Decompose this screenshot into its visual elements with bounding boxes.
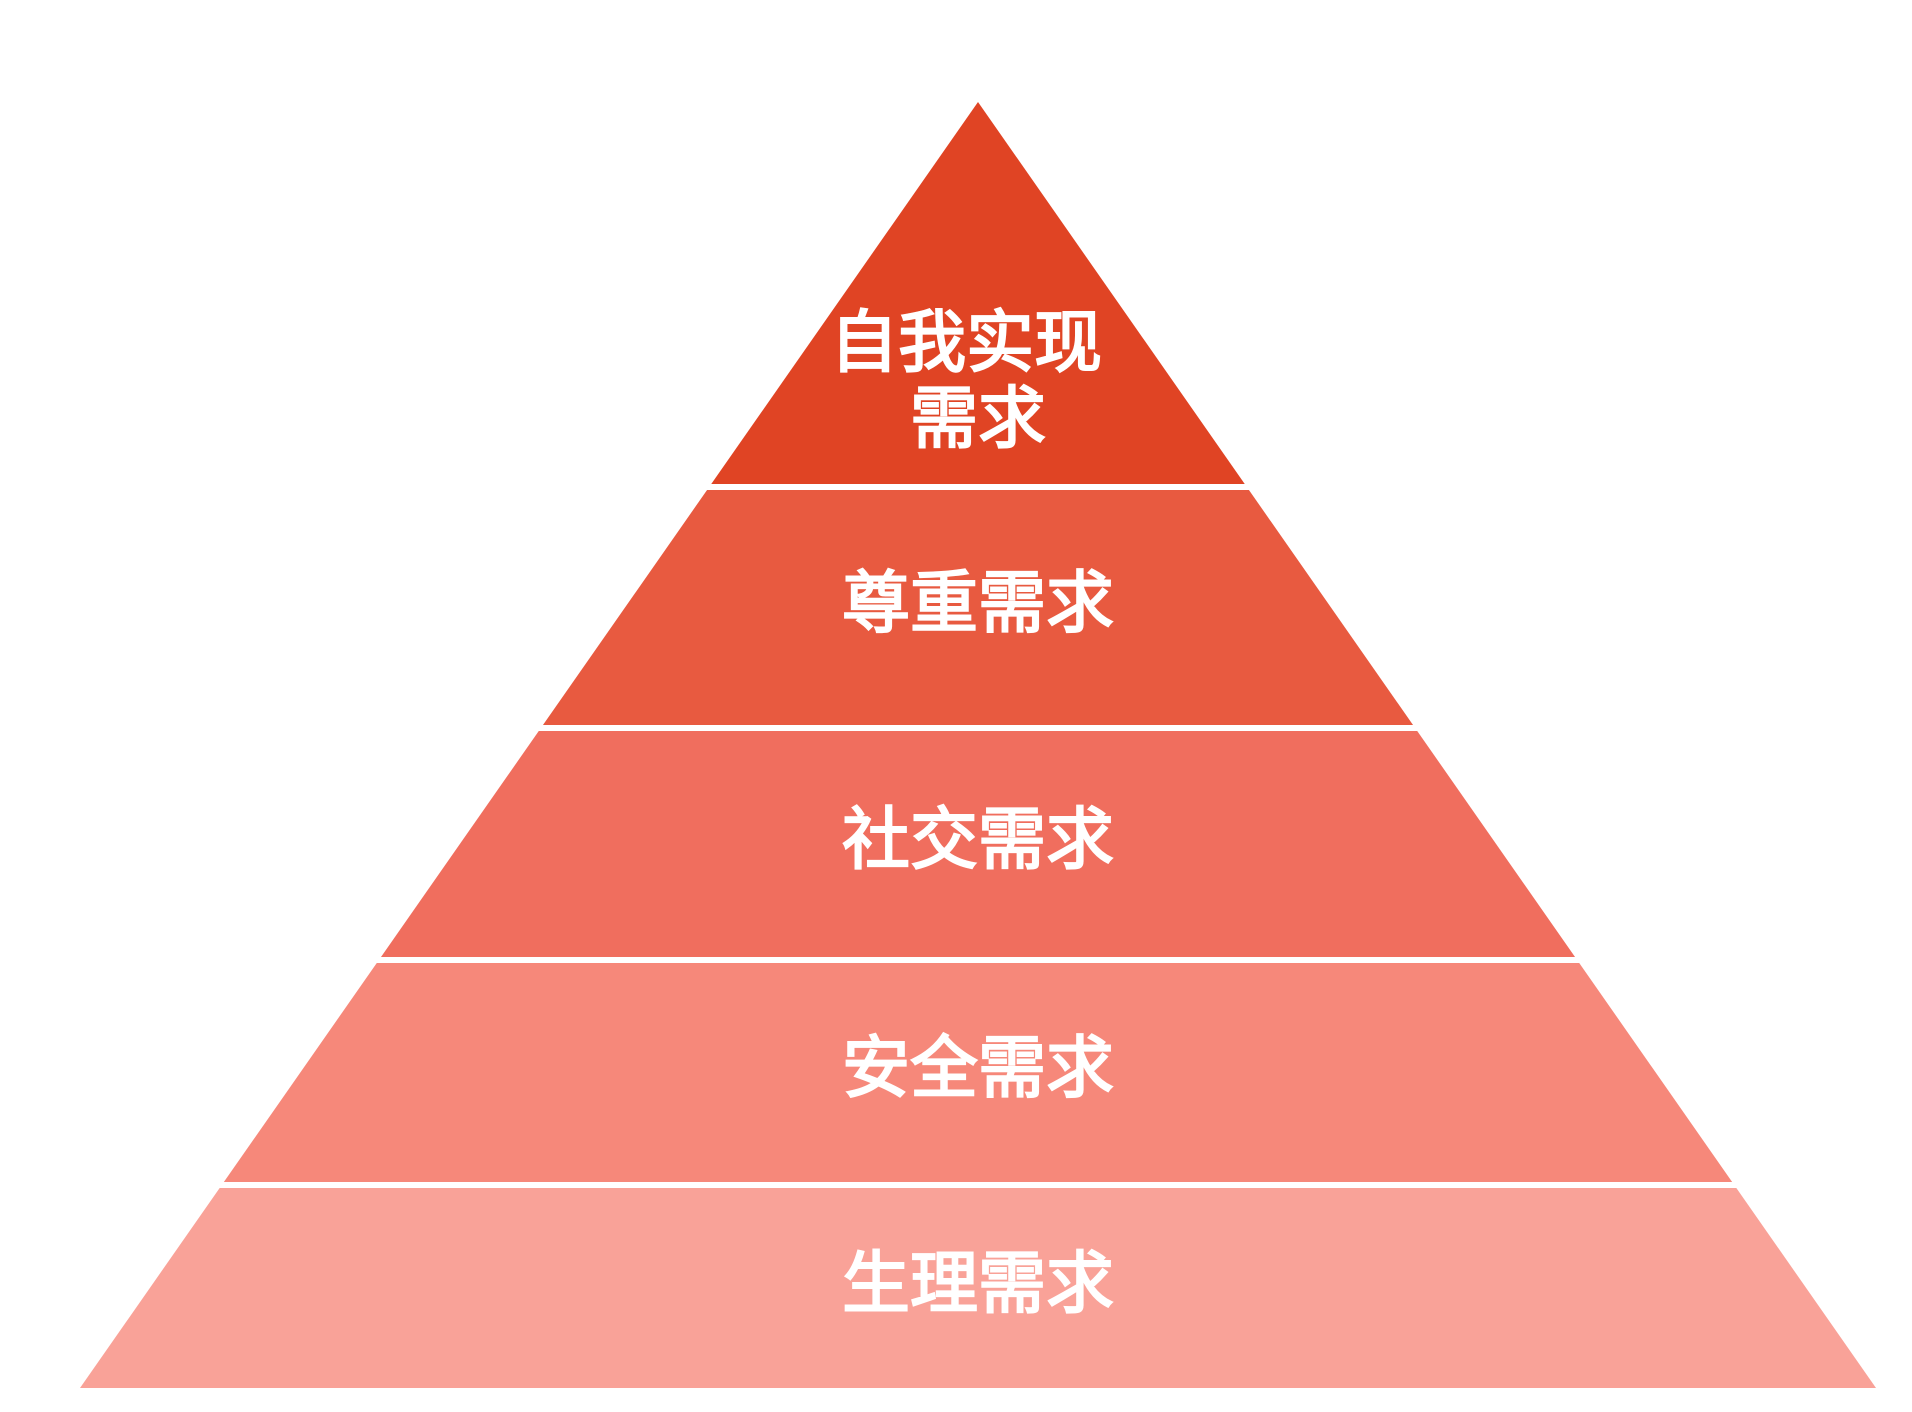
level-esteem: 尊重需求 (542, 490, 1414, 725)
level-social: 社交需求 (380, 731, 1576, 957)
level-label-line: 安全需求 (842, 1029, 1114, 1108)
level-self-actualization: 自我实现 需求 (711, 102, 1245, 484)
level-label-line: 社交需求 (842, 801, 1114, 880)
level-label-line: 需求 (910, 380, 1046, 459)
level-band (542, 490, 1414, 725)
level-label-line: 生理需求 (842, 1245, 1114, 1324)
level-safety: 安全需求 (223, 963, 1733, 1182)
level-band (223, 963, 1733, 1182)
level-label: 社交需求 (842, 801, 1114, 880)
level-label: 尊重需求 (842, 564, 1114, 643)
level-label: 自我实现 需求 (830, 304, 1126, 459)
level-label-line: 自我实现 (830, 304, 1102, 383)
level-label: 生理需求 (842, 1245, 1114, 1324)
level-label: 安全需求 (842, 1029, 1114, 1108)
level-label-line: 尊重需求 (842, 564, 1114, 643)
level-physiological: 生理需求 (80, 1188, 1876, 1388)
level-band (711, 102, 1245, 484)
level-band (380, 731, 1576, 957)
level-band (80, 1188, 1876, 1388)
